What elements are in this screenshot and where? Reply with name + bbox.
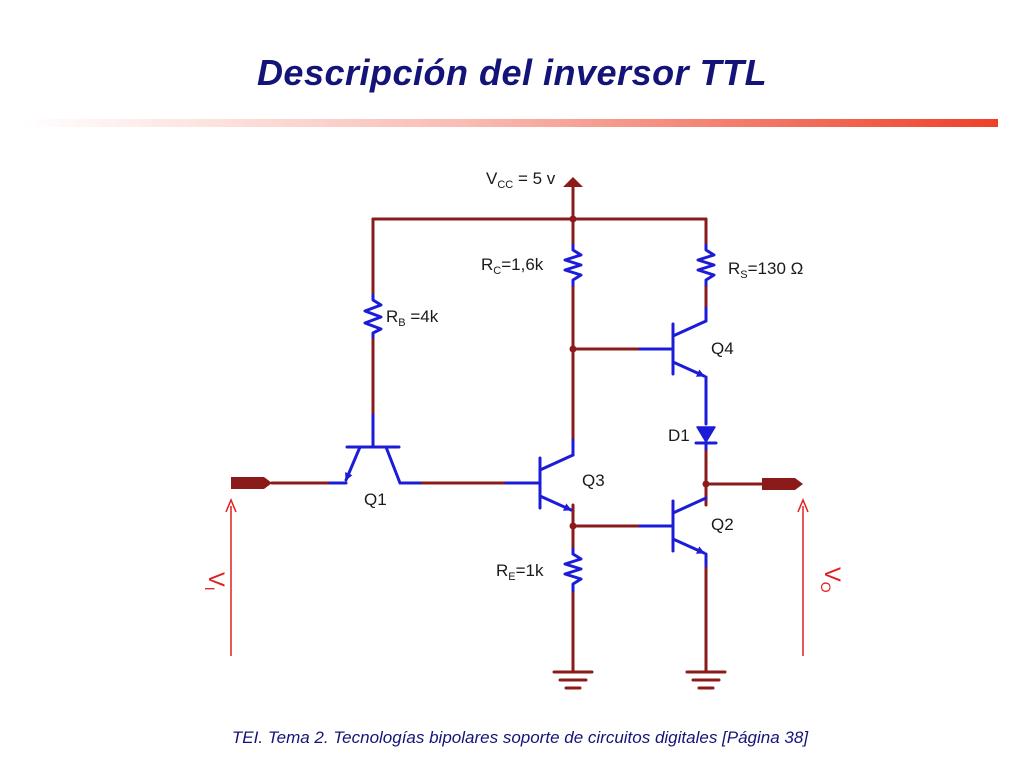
vi-label: VI [202, 572, 229, 591]
rb-resistor-icon [363, 293, 383, 339]
q2-label: Q2 [711, 515, 734, 534]
q3-label: Q3 [582, 471, 605, 490]
q1-label: Q1 [364, 490, 387, 509]
rs-resistor-icon [696, 243, 716, 287]
components [328, 243, 718, 593]
junction-dots [569, 215, 710, 530]
d1-label: D1 [668, 426, 690, 445]
rs-label: RS=130 Ω [728, 259, 803, 281]
vo-label: VO [818, 567, 845, 593]
q3-transistor-icon [504, 438, 575, 512]
input-port-icon [231, 477, 272, 489]
re-resistor-icon [563, 547, 583, 593]
title-divider [22, 119, 998, 127]
slide-title: Descripción del inversor TTL [256, 52, 768, 93]
vcc-arrow-icon [563, 177, 583, 187]
q4-transistor-icon [638, 306, 708, 426]
rc-label: RC=1,6k [481, 255, 544, 277]
slide-footer: TEI. Tema 2. Tecnologías bipolares sopor… [231, 728, 809, 747]
q4-label: Q4 [711, 339, 734, 358]
output-port-icon [762, 478, 803, 490]
rb-label: RB =4k [386, 307, 439, 329]
d1-diode-icon [694, 426, 718, 451]
rc-resistor-icon [563, 243, 583, 287]
vo-indicator: VO [797, 498, 845, 656]
vcc-label: VCC = 5 v [486, 169, 556, 191]
q2-transistor-icon [638, 496, 708, 568]
vi-indicator: VI [202, 498, 237, 656]
wires [270, 183, 764, 690]
re-label: RE=1k [496, 561, 544, 583]
q1-transistor-icon [328, 413, 422, 485]
